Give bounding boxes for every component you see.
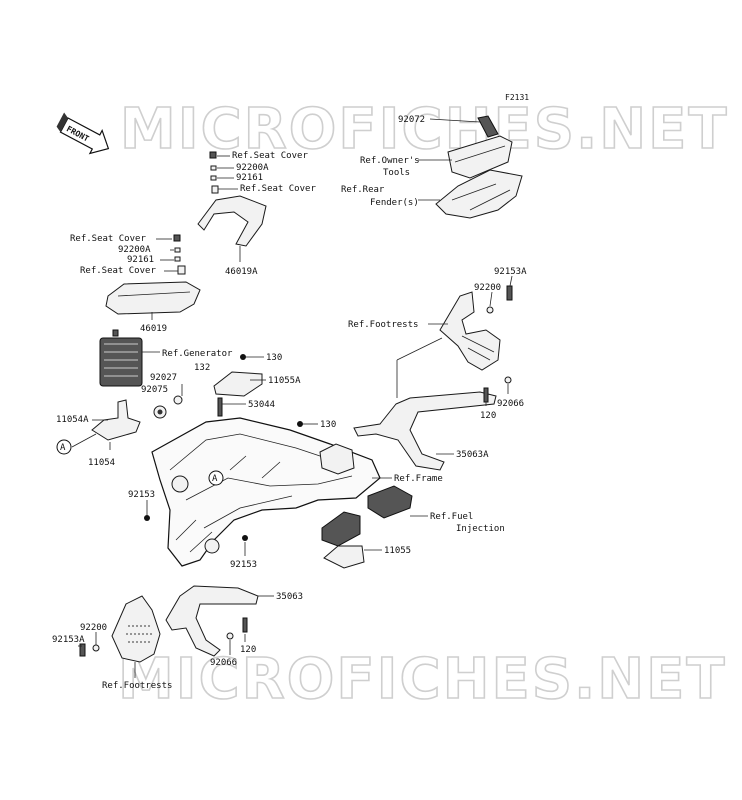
watermark-bottom: MICROFICHES.NET xyxy=(118,647,727,712)
label-ref-seat-cover-a: Ref.Seat Cover xyxy=(232,151,308,161)
label-132: 132 xyxy=(194,363,210,373)
label-ref-footrests-top: Ref.Footrests xyxy=(348,320,418,330)
label-46019: 46019 xyxy=(140,324,167,334)
callout-a-left xyxy=(56,439,72,455)
label-92066-bottom: 92066 xyxy=(210,658,237,668)
label-ref-seat-cover-b: Ref.Seat Cover xyxy=(240,184,316,194)
label-130-mid: 130 xyxy=(320,420,336,430)
callout-a-frame-label: A xyxy=(212,474,218,484)
regulator-11054a xyxy=(91,329,183,441)
watermark-top: MICROFICHES.NET xyxy=(120,97,729,162)
figure-id: F2131 xyxy=(505,93,529,102)
label-92153-mid: 92153 xyxy=(230,560,257,570)
label-ref-seat-cover-c: Ref.Seat Cover xyxy=(70,234,146,244)
label-130-top: 130 xyxy=(266,353,282,363)
plate-11055a xyxy=(213,354,263,417)
main-frame xyxy=(144,417,381,567)
footrest-stay-35063a xyxy=(353,376,512,471)
label-120-bottom: 120 xyxy=(240,645,256,655)
callout-a-left-label: A xyxy=(60,443,66,453)
label-ref-fuel-injection-2: Injection xyxy=(456,524,505,534)
label-92161-top: 92161 xyxy=(236,173,263,183)
label-ref-fuel-injection: Ref.Fuel xyxy=(430,512,473,522)
label-53044: 53044 xyxy=(248,400,275,410)
callout-a-frame xyxy=(208,470,224,486)
label-ref-owners-tools-2: Tools xyxy=(383,168,410,178)
label-11055: 11055 xyxy=(384,546,411,556)
label-ref-rear-fender: Ref.Rear xyxy=(341,185,385,195)
label-ref-owners-tools: Ref.Owner's xyxy=(360,156,420,166)
label-92200-bottom: 92200 xyxy=(80,623,107,633)
label-46019a: 46019A xyxy=(225,267,258,277)
label-92153a-top: 92153A xyxy=(494,267,527,277)
grab-rail-46019 xyxy=(105,234,201,315)
label-92072: 92072 xyxy=(398,115,425,125)
footrest-bracket-left xyxy=(79,595,161,663)
label-35063: 35063 xyxy=(276,592,303,602)
label-11054: 11054 xyxy=(88,458,115,468)
label-11054a: 11054A xyxy=(56,415,89,425)
label-92153-left: 92153 xyxy=(128,490,155,500)
fuel-injection-parts xyxy=(321,485,413,569)
label-92066-top: 92066 xyxy=(497,399,524,409)
label-92200a-top: 92200A xyxy=(236,163,269,173)
label-92027: 92027 xyxy=(150,373,177,383)
label-11055a: 11055A xyxy=(268,376,301,386)
label-92153a-bottom: 92153A xyxy=(52,635,85,645)
label-92200-top: 92200 xyxy=(474,283,501,293)
label-ref-generator: Ref.Generator xyxy=(162,349,233,359)
label-ref-footrests-bottom: Ref.Footrests xyxy=(102,681,172,691)
label-92200a-left: 92200A xyxy=(118,245,151,255)
label-92161-left: 92161 xyxy=(127,255,154,265)
label-92075: 92075 xyxy=(141,385,168,395)
label-120-top: 120 xyxy=(480,411,496,421)
owners-tools-group xyxy=(435,115,523,219)
label-ref-frame: Ref.Frame xyxy=(394,474,443,484)
label-35063a: 35063A xyxy=(456,450,489,460)
front-arrow-icon: FRONT xyxy=(56,112,110,155)
label-ref-seat-cover-d: Ref.Seat Cover xyxy=(80,266,156,276)
grab-rail-46019a xyxy=(197,151,267,247)
footrest-bracket-right xyxy=(439,285,513,371)
label-ref-rear-fender-2: Fender(s) xyxy=(370,198,419,208)
footrest-stay-35063 xyxy=(165,585,259,657)
